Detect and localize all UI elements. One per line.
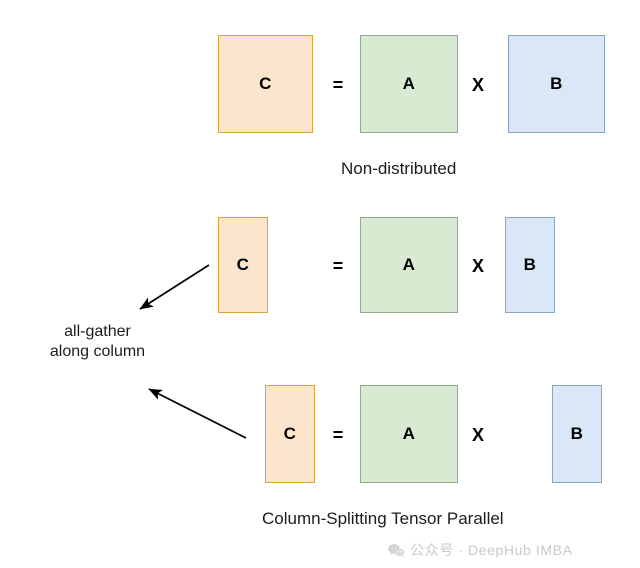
matrix-label: C (236, 255, 250, 274)
matrix-label: A (402, 255, 416, 274)
operator-times-row1: X (471, 75, 484, 95)
annotation-line-1: all-gather (64, 323, 131, 340)
matrix-box-b-row2: B (505, 217, 555, 313)
operator-equals-row3: = (332, 425, 344, 445)
matrix-label: B (550, 74, 563, 93)
matrix-box-a-row3: A (360, 385, 458, 483)
matrix-box-c-row3: C (265, 385, 315, 483)
matrix-box-a-row1: A (360, 35, 458, 133)
caption-non-distributed: Non-distributed (341, 159, 457, 178)
matrix-label: A (402, 74, 416, 93)
matrix-label: C (283, 424, 297, 443)
operator-equals-row1: = (332, 75, 344, 95)
matrix-box-c-row1: C (218, 35, 313, 133)
annotation-all-gather: all-gather along column (20, 322, 175, 363)
matrix-label: C (259, 74, 272, 93)
arrow-upper-icon (139, 264, 210, 310)
caption-column-splitting: Column-Splitting Tensor Parallel (262, 509, 504, 528)
operator-times-row3: X (471, 425, 484, 445)
matrix-box-b-row1: B (508, 35, 605, 133)
watermark: 公众号 · DeepHub IMBA (388, 540, 573, 560)
arrow-lower-icon (148, 388, 247, 439)
matrix-label: B (523, 255, 537, 274)
matrix-box-c-row2: C (218, 217, 268, 313)
annotation-line-2: along column (49, 343, 146, 361)
operator-equals-row2: = (332, 256, 344, 276)
matrix-label: B (570, 424, 584, 443)
matrix-box-a-row2: A (360, 217, 458, 313)
matrix-label: A (402, 424, 416, 443)
watermark-text: 公众号 · DeepHub IMBA (410, 542, 573, 558)
operator-times-row2: X (471, 256, 484, 276)
matrix-box-b-row3: B (552, 385, 602, 483)
wechat-icon (388, 543, 405, 558)
